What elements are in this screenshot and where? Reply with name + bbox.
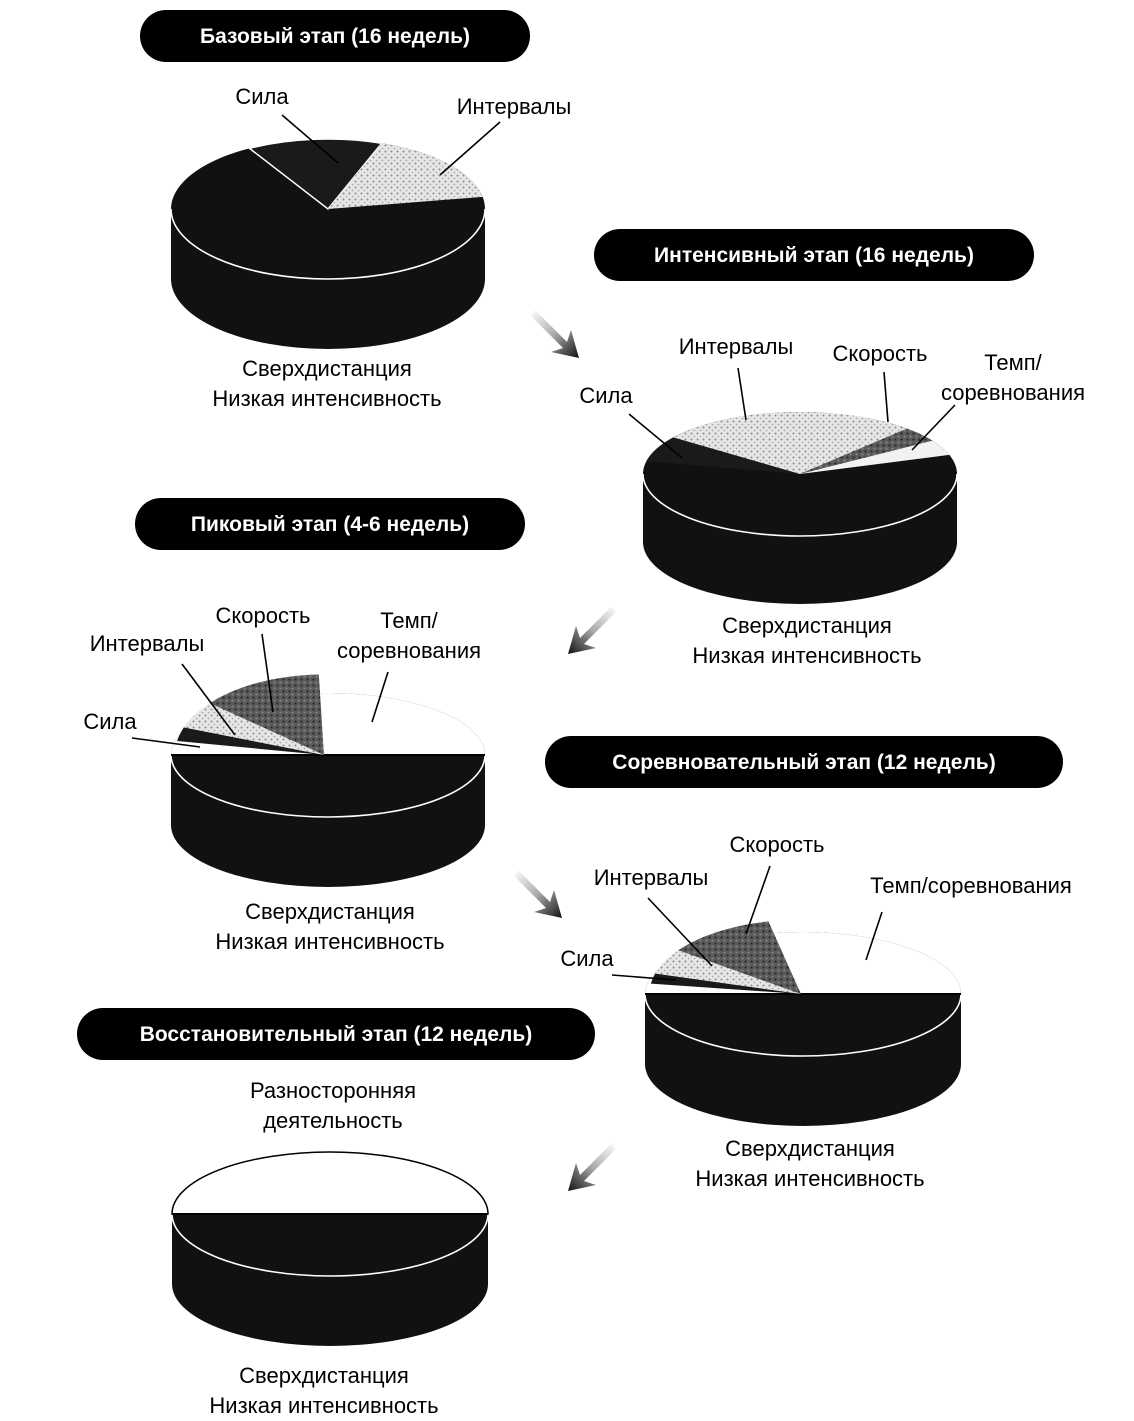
slice-skorost [678, 921, 801, 994]
arrow-shape [531, 310, 579, 358]
label-sila: Сила [579, 383, 633, 408]
base-label-vosstanovitelnyi-line: Сверхдистанция [239, 1363, 409, 1388]
slice-skorost [800, 428, 933, 474]
slice-skorost [209, 674, 324, 755]
arrow-shape [568, 606, 616, 654]
chart-title: Базовый этап (16 недель) [200, 25, 470, 48]
title-pill-bg [594, 229, 1034, 281]
leader-sila [628, 413, 683, 459]
disc-pikovyi: Сила Интервалы Скорость Темп/соревнованияСв… [83, 603, 486, 954]
base-label-sorevnovatelnyi-line: Низкая интенсивность [695, 1166, 924, 1191]
slice-sila [177, 727, 324, 755]
title-pill-pikovyi: Пиковый этап (4-6 недель) [135, 498, 525, 550]
leader-sila [281, 114, 339, 164]
leader-temp [911, 404, 956, 451]
base-label-intensivnyi-line: Низкая интенсивность [692, 643, 921, 668]
leader-skorost [745, 865, 771, 935]
label-temp: Темп/соревнования [337, 608, 481, 663]
arrow-4 [568, 1143, 616, 1191]
base-label-intensivnyi-line: Сверхдистанция [722, 613, 892, 638]
label-raznostoronnyaya-line: деятельность [263, 1108, 403, 1133]
slice-raznostoronnyaya [171, 1151, 489, 1215]
chart-title: Восстановительный этап (12 недель) [140, 1023, 533, 1046]
leader-sila [611, 974, 677, 981]
label-temp-line: Темп/ [984, 350, 1042, 375]
disc-rim [170, 208, 486, 280]
base-label-bazovyi-line: Сверхдистанция [242, 356, 412, 381]
label-raznostoronnyaya-line: Разносторонняя [250, 1078, 416, 1103]
base-label-bazovyi-line: Низкая интенсивность [212, 386, 441, 411]
title-pill-sorevnovatelnyi: Соревновательный этап (12 недель) [545, 736, 1063, 788]
leader-skorost [883, 371, 889, 423]
label-temp-line: соревнования [941, 380, 1085, 405]
arrow-shape [568, 1143, 616, 1191]
label-temp: Темп/соревнования [941, 350, 1085, 405]
label-skorost: Скорость [215, 603, 310, 628]
arrow-3 [514, 870, 562, 918]
label-intervaly: Интервалы [679, 334, 794, 359]
label-temp-line: соревнования [337, 638, 481, 663]
label-skorost: Скорость [832, 341, 927, 366]
base-label-pikovyi-line: Сверхдистанция [245, 899, 415, 924]
label-sila: Сила [235, 84, 289, 109]
leader-intervaly [439, 121, 501, 176]
label-raznostoronnyaya: Разносторонняя деятельность [250, 1078, 416, 1133]
label-temp-line: Темп/ [380, 608, 438, 633]
label-temp: Темп/соревнования [870, 873, 1072, 898]
base-label-sorevnovatelnyi-line: Сверхдистанция [725, 1136, 895, 1161]
leader-skorost [261, 633, 274, 713]
title-pill-bg [545, 736, 1063, 788]
title-pill-bazovyi: Базовый этап (16 недель) [140, 10, 530, 62]
title-pill-bg [135, 498, 525, 550]
disc-rim [644, 993, 962, 1057]
label-sila: Сила [560, 946, 614, 971]
slice-intervaly [655, 950, 801, 994]
leader-intervaly [737, 367, 747, 421]
label-intervaly: Интервалы [594, 865, 709, 890]
arrow-2 [568, 606, 616, 654]
slice-sila [650, 973, 801, 994]
leader-temp [371, 671, 389, 723]
base-label-pikovyi-line: Низкая интенсивность [215, 929, 444, 954]
title-pill-intensivnyi: Интенсивный этап (16 недель) [594, 229, 1034, 281]
base-label-vosstanovitelnyi-line: Низкая интенсивность [209, 1393, 438, 1418]
arrow-shape [514, 870, 562, 918]
slice-sila [646, 437, 800, 474]
disc-rim [642, 473, 958, 537]
label-skorost: Скорость [729, 832, 824, 857]
slice-intervaly [328, 143, 483, 209]
leader-intervaly [181, 663, 236, 736]
title-pill-vosstanovitelnyi: Восстановительный этап (12 недель) [77, 1008, 595, 1060]
disc-rim [170, 754, 486, 818]
title-pill-bg [140, 10, 530, 62]
leader-temp [865, 911, 883, 961]
chart-title: Соревновательный этап (12 недель) [612, 751, 995, 774]
arrow-1 [531, 310, 579, 358]
leader-sila [131, 737, 201, 748]
disc-rim [171, 1213, 489, 1277]
leader-intervaly [647, 897, 713, 967]
slice-sila [247, 138, 384, 211]
chart-title: Интенсивный этап (16 недель) [654, 244, 974, 267]
disc-intensivnyi: Сила Интервалы Скорость Темп/соревнованияСв… [579, 334, 1085, 668]
title-pill-bg [77, 1008, 595, 1060]
chart-title: Пиковый этап (4-6 недель) [191, 513, 469, 536]
slice-intervaly [183, 703, 324, 755]
slice-intervaly [673, 411, 908, 474]
label-intervaly: Интервалы [90, 631, 205, 656]
label-intervaly: Интервалы [457, 94, 572, 119]
label-sila: Сила [83, 709, 137, 734]
disc-sorevnovatelnyi: Сила Интервалы СкоростьТемп/соревнованияСв… [560, 832, 1071, 1191]
